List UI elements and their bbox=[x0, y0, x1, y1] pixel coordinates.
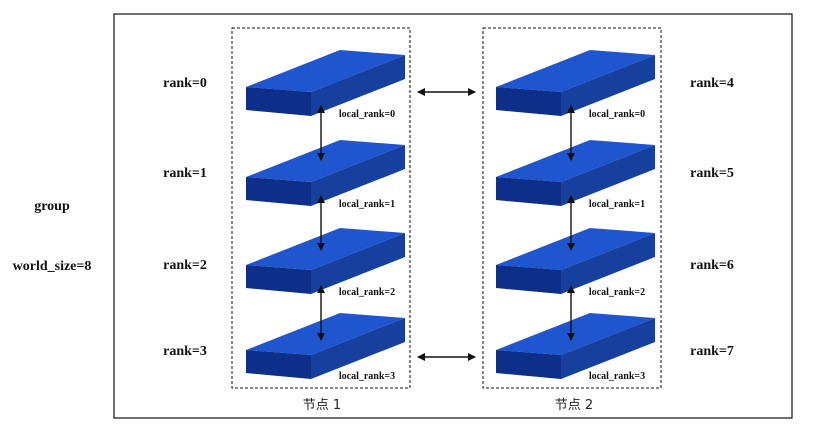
world-size-label: world_size=8 bbox=[13, 259, 92, 274]
node-1-frame bbox=[231, 27, 411, 389]
local-rank-label: local_rank=0 bbox=[339, 109, 395, 120]
local-rank-label: local_rank=2 bbox=[339, 287, 395, 298]
node-2-frame bbox=[482, 27, 662, 389]
rank-label: rank=4 bbox=[690, 76, 734, 91]
device-slab bbox=[246, 140, 405, 206]
device-slab bbox=[246, 50, 405, 116]
local-rank-label: local_rank=0 bbox=[589, 109, 645, 120]
node-1-caption: 节点 1 bbox=[303, 398, 341, 413]
rank-label: rank=5 bbox=[690, 166, 734, 181]
rank-label: rank=6 bbox=[690, 258, 734, 273]
device-slab bbox=[496, 50, 655, 116]
device-slab bbox=[496, 228, 655, 294]
local-rank-label: local_rank=3 bbox=[339, 371, 395, 382]
rank-label: rank=3 bbox=[163, 344, 207, 359]
rank-label: rank=0 bbox=[163, 76, 207, 91]
rank-label: rank=1 bbox=[163, 166, 207, 181]
rank-label: rank=2 bbox=[163, 258, 207, 273]
local-rank-label: local_rank=2 bbox=[589, 287, 645, 298]
local-rank-label: local_rank=1 bbox=[339, 199, 395, 210]
device-slab bbox=[496, 140, 655, 206]
device-slab bbox=[246, 313, 405, 379]
local-rank-label: local_rank=1 bbox=[589, 199, 645, 210]
rank-label: rank=7 bbox=[690, 344, 734, 359]
local-rank-label: local_rank=3 bbox=[589, 371, 645, 382]
group-label: group bbox=[34, 199, 70, 214]
group-frame bbox=[113, 13, 793, 419]
device-slab bbox=[496, 313, 655, 379]
node-2-caption: 节点 2 bbox=[555, 398, 593, 413]
device-slab bbox=[246, 228, 405, 294]
